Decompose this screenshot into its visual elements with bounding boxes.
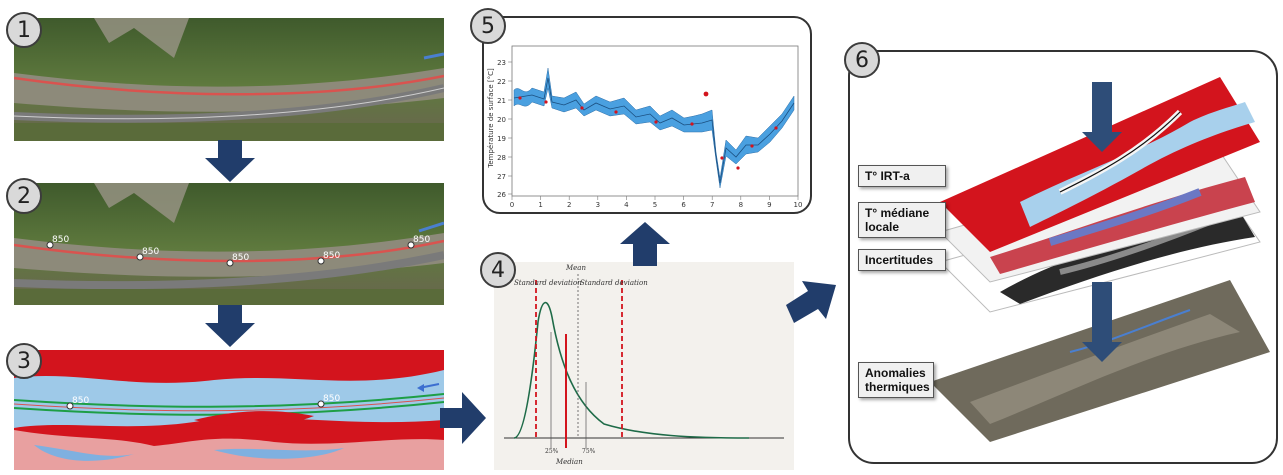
- aerial-photo-2: 850 850 850 850 850: [14, 183, 444, 305]
- xtick: 0: [510, 201, 514, 209]
- ytick: 23: [497, 59, 506, 67]
- xtick: 5: [653, 201, 657, 209]
- thermal-marker-label: 850: [323, 394, 341, 404]
- layer-label-irt: T° IRT-a: [858, 165, 946, 187]
- xtick: 1: [538, 201, 542, 209]
- xtick: 10: [794, 201, 803, 209]
- distribution-panel: Mean Standard deviation Standard deviati…: [494, 262, 794, 470]
- mean-label: Mean: [566, 264, 586, 272]
- xtick: 4: [624, 201, 629, 209]
- xtick: 7: [710, 201, 714, 209]
- sd-left-label: Standard deviation: [514, 279, 582, 287]
- thermal-image-svg: [14, 350, 444, 470]
- thermal-marker-label: 850: [72, 396, 90, 406]
- arrow-down-2-3: [205, 305, 255, 347]
- step-badge-1: 1: [6, 12, 42, 48]
- aerial-photo-1: [14, 18, 444, 141]
- thermal-image: 850 850: [14, 350, 444, 470]
- ytick: 20: [497, 116, 506, 124]
- ytick: 21: [497, 97, 506, 105]
- xtick: 3: [596, 201, 600, 209]
- river-marker-label: 850: [142, 247, 160, 257]
- arrow-down-1-2: [205, 140, 255, 182]
- timeseries-card: 23 22 21 20 19 28 27 26 Température de s…: [482, 16, 812, 214]
- ytick: 22: [497, 78, 506, 86]
- step-badge-5: 5: [470, 8, 506, 44]
- step-badge-4: 4: [480, 252, 516, 288]
- xtick: 9: [767, 201, 771, 209]
- timeseries-chart: 23 22 21 20 19 28 27 26 Température de s…: [487, 45, 803, 209]
- y-axis-label: Température de surface [°C]: [487, 68, 495, 169]
- step-badge-2: 2: [6, 178, 42, 214]
- arrow-right-4-6: [786, 281, 836, 323]
- layer-label-median: T° médiane locale: [858, 202, 946, 238]
- ytick: 19: [497, 135, 506, 143]
- river-marker-label: 850: [323, 251, 341, 261]
- river-marker-label: 850: [52, 235, 70, 245]
- river-marker-label: 850: [413, 235, 431, 245]
- distribution-chart: [504, 274, 784, 448]
- river-marker-label: 850: [232, 253, 250, 263]
- ytick: 26: [497, 191, 506, 199]
- xtick: 6: [681, 201, 686, 209]
- layer-label-uncertainty: Incertitudes: [858, 249, 946, 271]
- xtick: 8: [739, 201, 743, 209]
- layers-card: T° IRT-a T° médiane locale Incertitudes …: [848, 50, 1278, 464]
- ytick: 27: [497, 173, 506, 181]
- layer-label-anomalies: Anomalies thermiques: [858, 362, 934, 398]
- sd-right-label: Standard deviation: [580, 279, 648, 287]
- arrow-right-3-4: [440, 392, 486, 444]
- q25-label: 25%: [545, 448, 559, 455]
- median-label: Median: [556, 458, 583, 466]
- xtick: 2: [567, 201, 571, 209]
- step-badge-6: 6: [844, 42, 880, 78]
- ytick: 28: [497, 154, 506, 162]
- layers-illustration: [930, 77, 1270, 442]
- arrow-up-4-5: [620, 222, 670, 266]
- step-badge-3: 3: [6, 343, 42, 379]
- q75-label: 75%: [582, 448, 596, 455]
- aerial-photo-1-svg: [14, 18, 444, 141]
- aerial-photo-2-svg: [14, 183, 444, 305]
